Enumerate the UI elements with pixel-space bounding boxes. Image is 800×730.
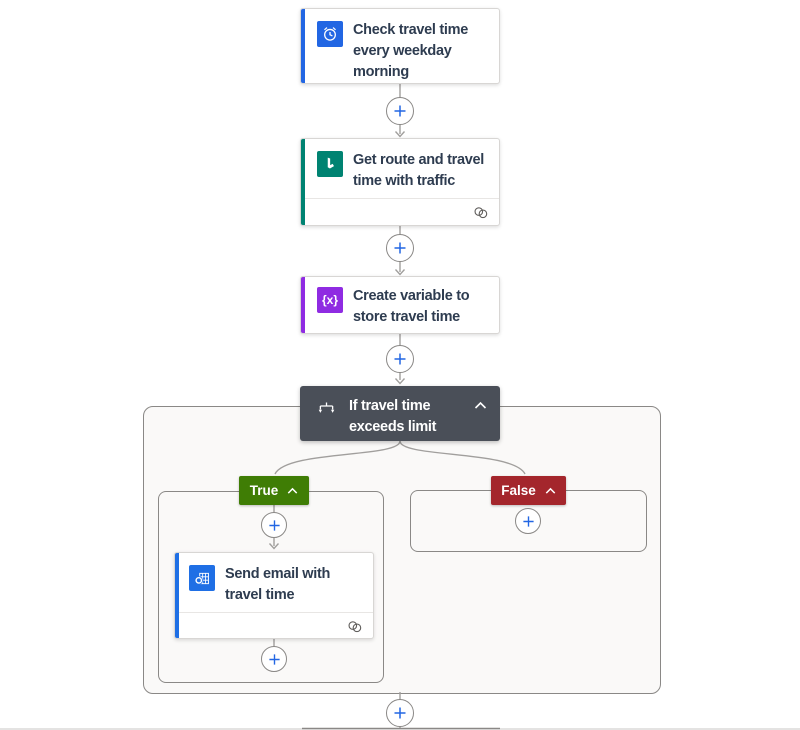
condition-card-if-travel-time[interactable]: If travel time exceeds limit	[300, 386, 500, 441]
card-accent-bar	[301, 139, 305, 225]
trigger-card-check-travel-time[interactable]: Check travel time every weekday morning	[300, 8, 500, 84]
recurrence-clock-icon	[317, 21, 343, 47]
card-title: Get route and travel time with traffic	[353, 152, 484, 189]
action-card-create-variable[interactable]: {x} Create variable to store travel time	[300, 276, 500, 334]
insert-step-button[interactable]	[515, 508, 541, 534]
badge-label: False	[501, 483, 536, 498]
false-branch-badge[interactable]: False	[491, 476, 566, 505]
card-title: Create variable to store travel time	[353, 288, 470, 325]
insert-step-button[interactable]	[261, 646, 287, 672]
card-footer	[175, 612, 373, 639]
insert-step-button[interactable]	[261, 512, 287, 538]
arrow-down-icon	[394, 269, 406, 276]
connection-icon[interactable]	[346, 619, 363, 634]
card-accent-bar	[301, 9, 305, 83]
insert-step-button[interactable]	[386, 97, 414, 125]
collapse-chevron-icon[interactable]	[472, 395, 489, 417]
true-branch-badge[interactable]: True	[239, 476, 309, 505]
card-footer	[301, 198, 499, 225]
collapse-chevron-icon	[545, 487, 556, 494]
outlook-icon	[189, 565, 215, 591]
action-card-get-route[interactable]: Get route and travel time with traffic	[300, 138, 500, 226]
insert-step-button[interactable]	[386, 234, 414, 262]
collapse-chevron-icon	[287, 487, 298, 494]
action-card-send-email[interactable]: Send email with travel time	[174, 552, 374, 639]
arrow-down-icon	[394, 378, 406, 385]
variable-icon: {x}	[317, 287, 343, 313]
condition-icon	[316, 399, 337, 425]
badge-label: True	[249, 483, 279, 498]
card-title: Send email with travel time	[225, 566, 331, 603]
card-accent-bar	[175, 553, 179, 638]
arrow-down-icon	[394, 131, 406, 138]
card-title: Check travel time every weekday morning	[353, 22, 468, 80]
insert-step-button[interactable]	[386, 699, 414, 727]
card-accent-bar	[301, 277, 305, 333]
card-title: If travel time exceeds limit	[349, 398, 437, 435]
connection-icon[interactable]	[472, 205, 489, 220]
insert-step-button[interactable]	[386, 345, 414, 373]
bing-maps-icon	[317, 151, 343, 177]
